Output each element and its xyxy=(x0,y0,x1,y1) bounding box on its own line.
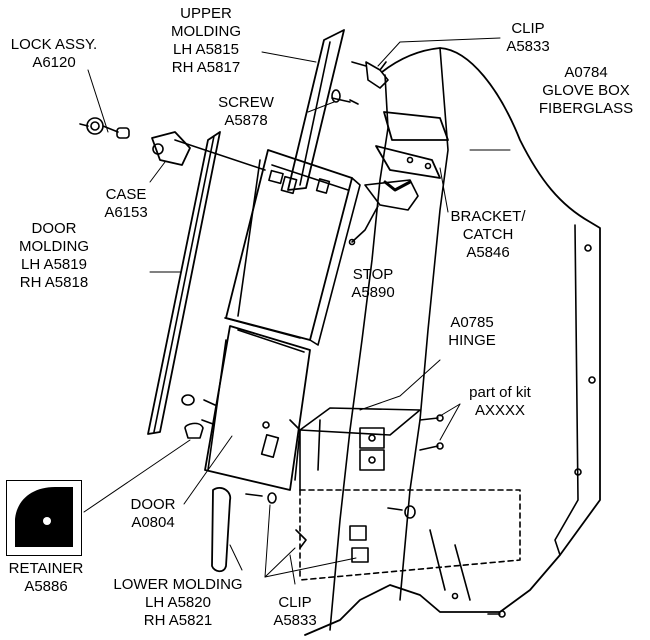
lock-assembly xyxy=(79,117,130,139)
retainer-icon xyxy=(15,487,73,547)
clip-top-part xyxy=(351,61,389,89)
leader-lines xyxy=(83,37,511,585)
label-bracket-catch: BRACKET/ CATCH A5846 xyxy=(450,208,526,261)
label-lower-molding: LOWER MOLDING LH A5820 RH A5821 xyxy=(113,576,243,629)
label-door-molding: DOOR MOLDING LH A5819 RH A5818 xyxy=(18,220,89,291)
label-clip-top: CLIP A5833 xyxy=(506,20,550,55)
stop-part xyxy=(348,179,419,246)
door-molding xyxy=(147,131,221,435)
small-clips xyxy=(181,394,506,618)
label-glove-box: A0784 GLOVE BOX FIBERGLASS xyxy=(538,64,634,117)
label-retainer: RETAINER A5886 xyxy=(8,560,84,595)
upper-molding xyxy=(287,29,345,191)
label-hinge: A0785 HINGE xyxy=(448,314,496,349)
label-stop: STOP A5890 xyxy=(351,266,395,301)
glove-box-shell xyxy=(299,47,601,636)
door-lower xyxy=(201,325,311,491)
hinge-part xyxy=(299,407,444,491)
label-screw: SCREW A5878 xyxy=(218,94,274,129)
lower-molding xyxy=(211,487,232,573)
label-part-of-kit: part of kit AXXXX xyxy=(469,384,531,419)
label-lock-assy: LOCK ASSY. A6120 xyxy=(10,36,98,71)
door-upper xyxy=(224,149,361,346)
label-case: CASE A6153 xyxy=(104,186,148,221)
screw-part xyxy=(331,89,359,105)
label-door: DOOR A0804 xyxy=(130,496,176,531)
retainer-inset xyxy=(6,480,82,556)
label-clip-bottom: CLIP A5833 xyxy=(273,594,317,629)
lock-case xyxy=(151,131,266,171)
bracket-catch xyxy=(375,111,449,179)
label-upper-molding: UPPER MOLDING LH A5815 RH A5817 xyxy=(170,5,241,76)
